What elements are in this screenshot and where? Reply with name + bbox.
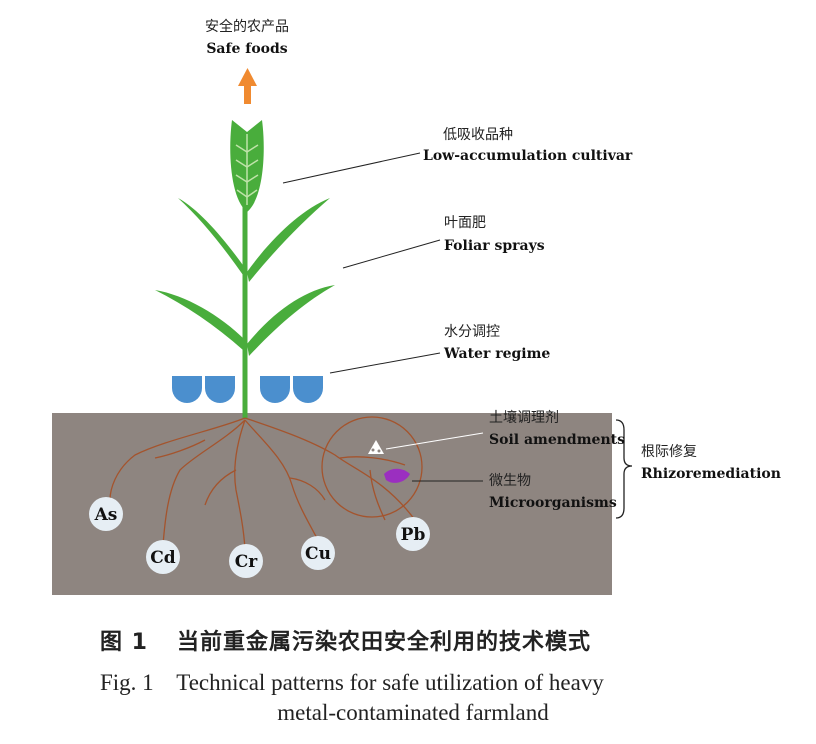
brace: [615, 419, 633, 519]
leaf: [247, 198, 330, 282]
foliar-en: Foliar sprays: [444, 238, 545, 254]
caption-cn-label: 图 1: [100, 630, 148, 655]
metal-cr: Cr: [229, 544, 263, 578]
rhizo-en: Rhizoremediation: [641, 466, 781, 482]
soil-amend-cn: 土壤调理剂: [489, 409, 559, 426]
water-en: Water regime: [443, 346, 550, 362]
rhizosphere-circle: [321, 416, 423, 518]
leaf: [155, 290, 245, 350]
soil-amendment-icon: [368, 440, 384, 454]
metal-pb: Pb: [396, 517, 430, 551]
leader-line: [282, 152, 421, 184]
up-arrow-icon: [238, 68, 257, 104]
leaf: [247, 285, 335, 356]
water-drop-icon: [293, 376, 323, 403]
leader-line: [329, 352, 441, 374]
metal-cd: Cd: [146, 540, 180, 574]
metal-label: Cr: [235, 552, 259, 572]
safe-foods-cn: 安全的农产品: [205, 18, 289, 35]
metal-label: Pb: [401, 525, 426, 545]
caption-en-line1: Fig. 1 Technical patterns for safe utili…: [100, 670, 604, 695]
microbes-cn: 微生物: [489, 473, 531, 489]
soil-block: [52, 413, 612, 595]
cultivar-cn: 低吸收品种: [443, 127, 513, 143]
safe-foods-en: Safe foods: [206, 41, 287, 57]
rhizo-cn: 根际修复: [641, 443, 697, 460]
water-drops: [172, 376, 323, 403]
plant: [155, 120, 335, 418]
metal-label: As: [94, 505, 118, 525]
water-drop-icon: [205, 376, 235, 403]
water-drop-icon: [172, 376, 202, 403]
cultivar-en: Low-accumulation cultivar: [423, 148, 633, 164]
leaf: [178, 198, 245, 275]
microbe-icon: [384, 468, 410, 483]
caption-en-line2: metal-contaminated farmland: [277, 700, 549, 725]
roots: [109, 417, 416, 551]
soil-amend-en: Soil amendments: [489, 432, 625, 448]
metal-label: Cd: [150, 548, 176, 568]
microbes-en: Microorganisms: [489, 495, 617, 511]
metal-cu: Cu: [301, 536, 335, 570]
caption-cn-text: 当前重金属污染农田安全利用的技术模式: [177, 629, 591, 655]
water-drop-icon: [260, 376, 290, 403]
foliar-cn: 叶面肥: [444, 215, 486, 231]
water-cn: 水分调控: [444, 324, 500, 340]
leader-line: [342, 239, 441, 269]
leader-line: [385, 432, 484, 450]
metal-label: Cu: [305, 544, 331, 564]
metal-as: As: [89, 497, 123, 531]
